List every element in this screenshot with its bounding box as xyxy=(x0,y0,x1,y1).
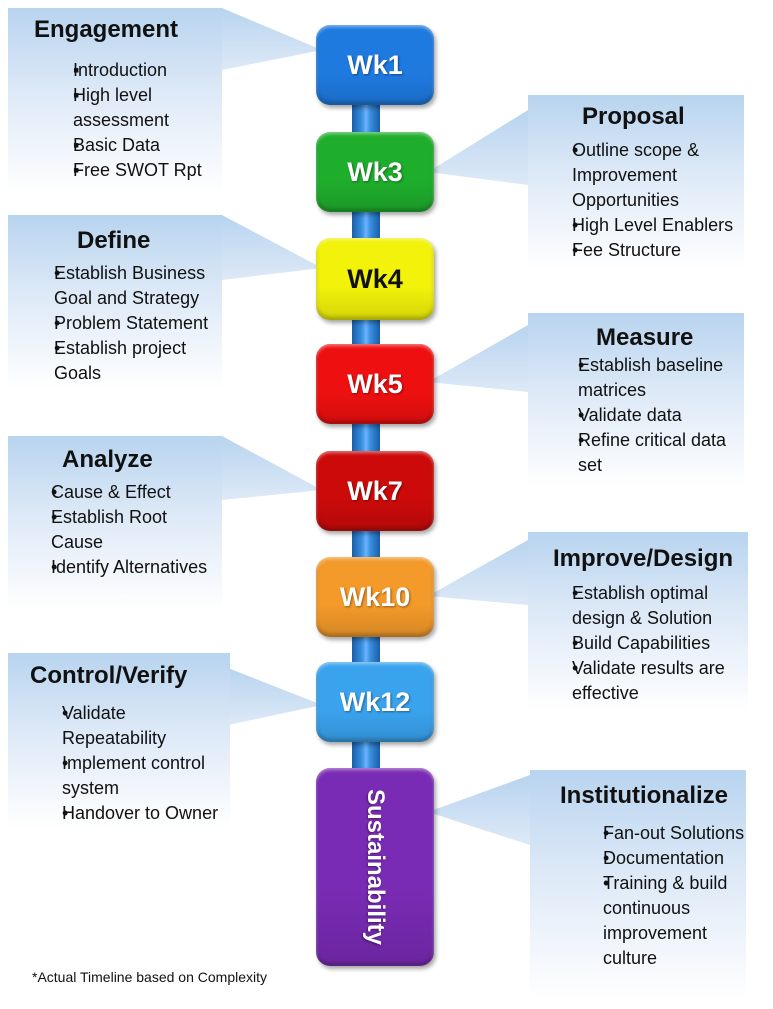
list-item: Establish baseline matrices xyxy=(548,353,744,403)
stage-label: Wk10 xyxy=(339,581,411,612)
callout-title: Improve/Design xyxy=(553,545,734,572)
list-item: Documentation xyxy=(555,846,746,871)
callout-list: Establish optimal design & Solution Buil… xyxy=(542,581,748,706)
list-item: Validate Repeatability xyxy=(34,701,230,751)
callout-control: Control/Verify Validate Repeatability Im… xyxy=(8,653,230,828)
stage-label: Wk12 xyxy=(339,686,411,717)
list-item: Training & build continuous improvement … xyxy=(555,871,746,971)
connector-proposal xyxy=(428,110,528,185)
stage-wk7: Wk7 xyxy=(316,451,434,531)
list-item: Validate data xyxy=(548,403,744,428)
list-item: Fan-out Solutions xyxy=(555,821,746,846)
connector-institutionalize xyxy=(428,775,530,845)
callout-title: Engagement xyxy=(34,16,179,43)
list-item: Build Capabilities xyxy=(542,631,748,656)
callout-engagement: Engagement Introduction High level asses… xyxy=(8,8,222,194)
list-item: Establish project Goals xyxy=(26,336,230,386)
callout-improve: Improve/Design Establish optimal design … xyxy=(528,532,748,712)
stage-label: Wk7 xyxy=(347,475,403,506)
list-item: Fee Structure xyxy=(542,238,744,263)
callout-title: Proposal xyxy=(582,103,685,130)
connector-measure xyxy=(428,325,528,392)
list-item: Free SWOT Rpt xyxy=(26,158,218,183)
callout-list: Establish baseline matrices Validate dat… xyxy=(548,353,744,478)
callout-title: Institutionalize xyxy=(560,782,728,809)
list-item: Outline scope & Improvement Opportunitie… xyxy=(542,138,744,213)
list-item: High level assessment xyxy=(26,83,218,133)
stage-label: Wk4 xyxy=(347,263,403,294)
list-item: Problem Statement xyxy=(26,311,230,336)
footnote: *Actual Timeline based on Complexity xyxy=(32,969,268,985)
list-item: Introduction xyxy=(26,58,218,83)
stage-wk5: Wk5 xyxy=(316,344,434,424)
list-item: Basic Data xyxy=(26,133,218,158)
list-item: Implement control system xyxy=(34,751,230,801)
list-item: Identify Alternatives xyxy=(23,555,222,580)
list-item: Establish Business Goal and Strategy xyxy=(26,261,230,311)
stage-sustainability: Sustainability xyxy=(316,768,434,966)
stage-label: Sustainability xyxy=(362,788,389,946)
stage-label: Wk3 xyxy=(347,156,403,187)
list-item: Validate results are effective xyxy=(542,656,748,706)
callout-title: Define xyxy=(77,227,151,254)
connector-engagement xyxy=(222,8,322,70)
list-item: Establish Root Cause xyxy=(23,505,222,555)
callout-title: Control/Verify xyxy=(30,662,188,689)
stage-wk1: Wk1 xyxy=(316,25,434,105)
list-item: Handover to Owner xyxy=(34,801,230,826)
stage-label: Wk1 xyxy=(347,49,403,80)
callout-list: Establish Business Goal and Strategy Pro… xyxy=(26,261,230,386)
stage-wk4: Wk4 xyxy=(316,238,434,320)
callout-list: Cause & Effect Establish Root Cause Iden… xyxy=(23,480,222,580)
callout-proposal: Proposal Outline scope & Improvement Opp… xyxy=(528,95,744,270)
callout-define: Define Establish Business Goal and Strat… xyxy=(8,215,222,390)
stage-wk12: Wk12 xyxy=(316,662,434,742)
callout-list: Introduction High level assessment Basic… xyxy=(26,58,218,183)
callout-list: Validate Repeatability Implement control… xyxy=(34,701,230,826)
stage-wk3: Wk3 xyxy=(316,132,434,212)
callout-list: Outline scope & Improvement Opportunitie… xyxy=(542,138,744,263)
callout-list: Fan-out Solutions Documentation Training… xyxy=(555,821,746,971)
list-item: Refine critical data set xyxy=(548,428,744,478)
connector-improve xyxy=(428,540,528,605)
connector-analyze xyxy=(222,436,322,500)
list-item: Establish optimal design & Solution xyxy=(542,581,748,631)
stage-label: Wk5 xyxy=(347,368,403,399)
callout-title: Measure xyxy=(596,324,694,351)
connector-define xyxy=(222,215,322,280)
stage-wk10: Wk10 xyxy=(316,557,434,637)
callout-analyze: Analyze Cause & Effect Establish Root Ca… xyxy=(8,436,222,611)
list-item: High Level Enablers xyxy=(542,213,744,238)
list-item: Cause & Effect xyxy=(23,480,222,505)
callout-measure: Measure Establish baseline matrices Vali… xyxy=(528,313,744,488)
callout-institutionalize: Institutionalize Fan-out Solutions Docum… xyxy=(530,770,746,1000)
connector-control xyxy=(228,668,322,725)
callout-title: Analyze xyxy=(62,446,153,473)
